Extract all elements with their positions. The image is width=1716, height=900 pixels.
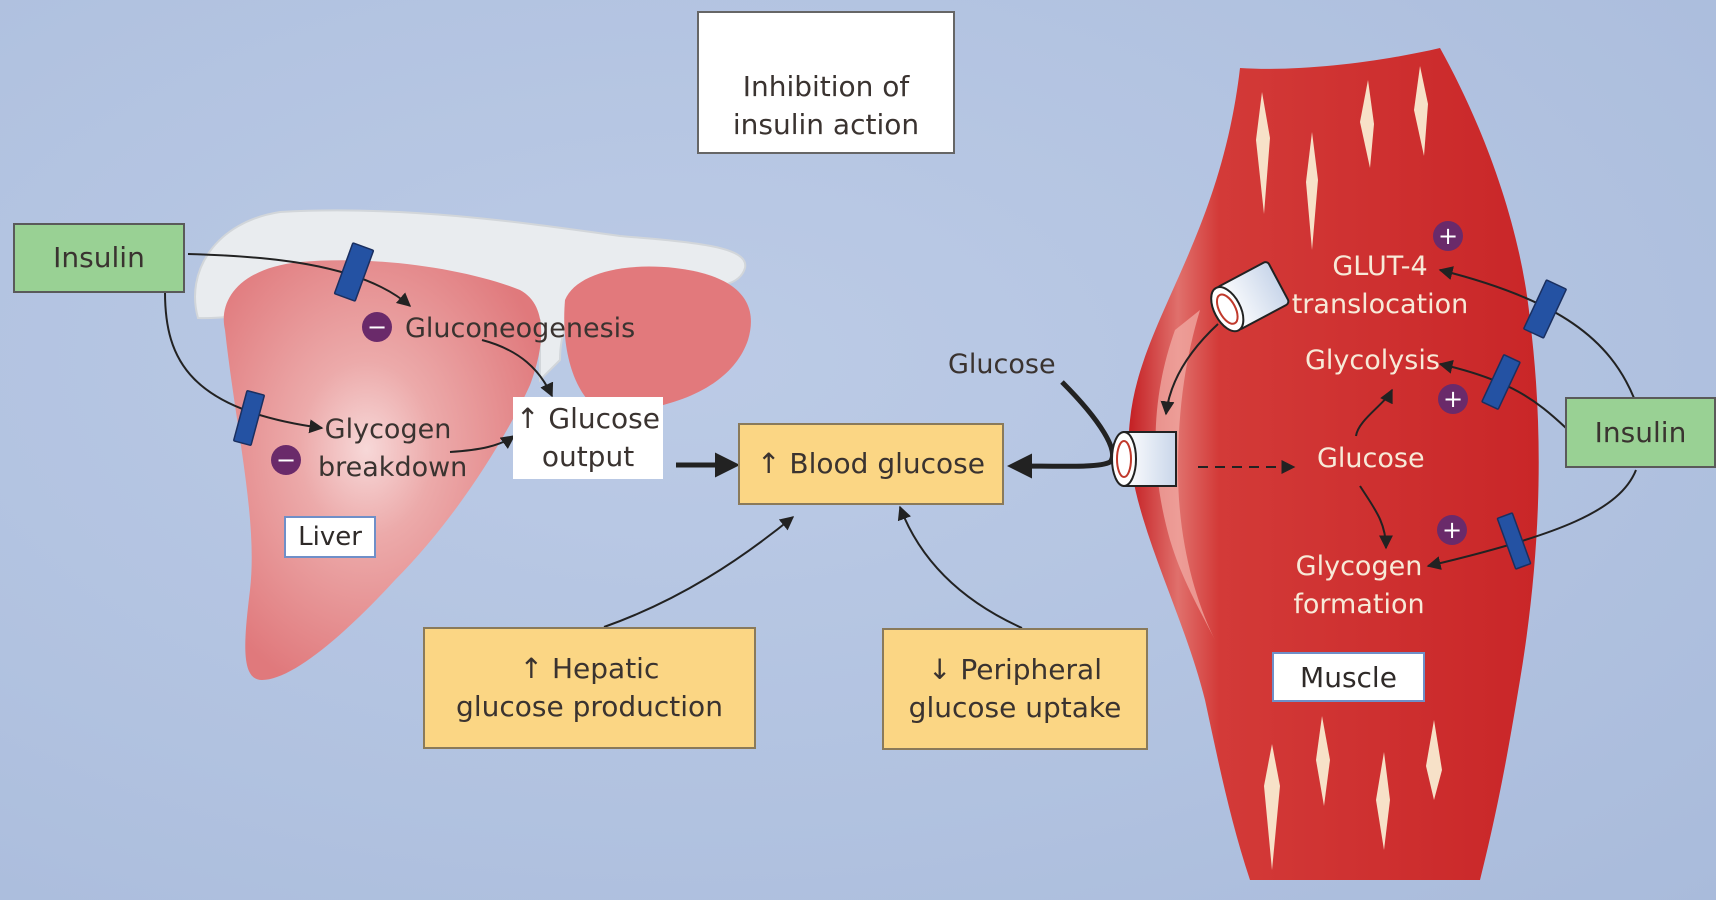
svg-text:−: − xyxy=(276,446,296,474)
plus-sign-glycogen: + xyxy=(1437,515,1467,545)
hepatic-production-line1: ↑ Hepatic xyxy=(520,650,660,688)
plus-sign-glut4: + xyxy=(1433,221,1463,251)
glucose-input-label: Glucose xyxy=(948,346,1056,384)
legend-box: Inhibition of insulin action xyxy=(697,11,955,154)
svg-text:+: + xyxy=(1443,385,1463,413)
glycogen-formation-line1: Glycogen xyxy=(1284,548,1434,586)
liver-tag: Liver xyxy=(284,516,376,558)
blood-glucose-label: ↑ Blood glucose xyxy=(757,445,985,483)
svg-text:+: + xyxy=(1442,516,1462,544)
svg-text:−: − xyxy=(367,313,387,341)
liver-insulin-box: Insulin xyxy=(13,223,185,293)
glucose-output-box: ↑ Glucose output xyxy=(513,397,663,479)
glycogen-breakdown-label: Glycogen breakdown xyxy=(318,411,458,487)
glycogen-breakdown-line1: Glycogen xyxy=(318,411,458,449)
svg-text:+: + xyxy=(1438,222,1458,250)
hepatic-production-box: ↑ Hepatic glucose production xyxy=(423,627,756,749)
minus-sign-gluconeogenesis: − xyxy=(362,312,392,342)
hepatic-to-blood-arrow xyxy=(604,517,793,627)
muscle-tag: Muscle xyxy=(1272,652,1425,702)
legend-text-line2: insulin action xyxy=(733,106,919,144)
gluconeogenesis-label: Gluconeogenesis xyxy=(405,310,635,348)
glut4-line1: GLUT-4 xyxy=(1290,248,1470,286)
peripheral-uptake-line1: ↓ Peripheral xyxy=(928,651,1102,689)
liver-insulin-label: Insulin xyxy=(53,239,145,277)
muscle-insulin-label: Insulin xyxy=(1595,414,1687,452)
glycogen-formation-label: Glycogen formation xyxy=(1284,548,1434,624)
peripheral-uptake-line2: glucose uptake xyxy=(909,689,1122,727)
center-arrows xyxy=(604,382,1113,628)
peripheral-uptake-box: ↓ Peripheral glucose uptake xyxy=(882,628,1148,750)
blood-glucose-box: ↑ Blood glucose xyxy=(738,423,1004,505)
glycolysis-label: Glycolysis xyxy=(1305,342,1440,380)
peripheral-to-blood-arrow xyxy=(900,507,1022,628)
minus-sign-glycogen: − xyxy=(271,445,301,475)
glut4-translocation-label: GLUT-4 translocation xyxy=(1290,248,1470,324)
inhibitor-bar-glut4 xyxy=(1524,280,1567,338)
glycogen-formation-line2: formation xyxy=(1284,586,1434,624)
glucose-output-line2: output xyxy=(542,438,634,476)
glycogen-breakdown-line2: breakdown xyxy=(318,449,458,487)
muscle-insulin-box: Insulin xyxy=(1565,397,1716,468)
glucose-transporter-channel xyxy=(1112,432,1176,486)
plus-sign-glycolysis: + xyxy=(1438,384,1468,414)
glut4-line2: translocation xyxy=(1290,286,1470,324)
glucose-entry-curve xyxy=(1012,382,1113,466)
muscle-glucose-label: Glucose xyxy=(1317,440,1425,478)
legend-text-line1: Inhibition of xyxy=(743,68,910,106)
hepatic-production-line2: glucose production xyxy=(456,688,723,726)
glucose-output-line1: ↑ Glucose xyxy=(516,400,660,438)
